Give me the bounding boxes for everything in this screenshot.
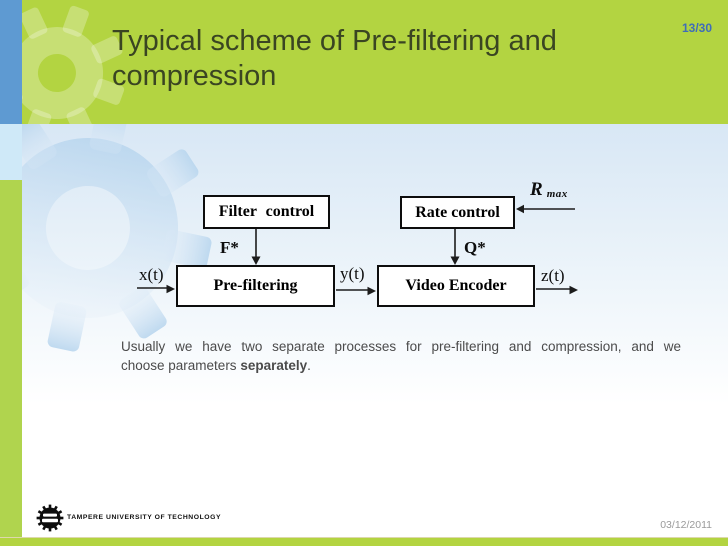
signal-label-q-star: Q* xyxy=(464,238,486,257)
sidebar-lightblue-strip xyxy=(0,124,22,180)
r-max-main: R xyxy=(530,179,543,200)
page-indicator: 13/30 xyxy=(681,21,712,35)
bottom-green-strip xyxy=(0,537,728,546)
r-max-subscript: max xyxy=(546,188,568,200)
sidebar-blue-strip xyxy=(0,0,22,124)
body-line-2: choose parameters separately. xyxy=(121,356,681,375)
signal-label-y: y(t) xyxy=(340,264,365,283)
sidebar-green-strip xyxy=(0,180,22,546)
filter-control-label: Filter control xyxy=(218,203,315,220)
body-line-2-bold: separately xyxy=(240,358,308,373)
signal-label-z: z(t) xyxy=(541,266,565,285)
header-bar: Typical scheme of Pre-filtering and comp… xyxy=(0,0,728,124)
slide-date: 03/12/2011 xyxy=(660,519,712,531)
university-logo-text: TAMPERE UNIVERSITY OF TECHNOLOGY xyxy=(67,514,222,521)
pre-filtering-label: Pre-filtering xyxy=(213,277,298,294)
diagram-box-rate-control: Rate control xyxy=(400,196,515,229)
diagram-box-video-encoder: Video Encoder xyxy=(377,265,535,307)
rate-control-label: Rate control xyxy=(415,203,500,221)
body-line-2-period: . xyxy=(307,358,311,373)
video-encoder-label: Video Encoder xyxy=(405,277,507,294)
university-gear-logo-icon xyxy=(36,504,64,532)
body-paragraph: Usually we have two separate processes f… xyxy=(121,337,681,375)
page-title: Typical scheme of Pre-filtering and comp… xyxy=(112,25,557,92)
signal-label-f-star: F* xyxy=(220,238,239,257)
diagram-box-filter-control: Filter control xyxy=(203,195,330,229)
body-line-2-text: choose parameters xyxy=(121,358,241,373)
diagram-box-pre-filtering: Pre-filtering xyxy=(176,265,335,307)
signal-label-x: x(t) xyxy=(139,265,164,284)
body-line-1: Usually we have two separate processes f… xyxy=(121,339,681,354)
